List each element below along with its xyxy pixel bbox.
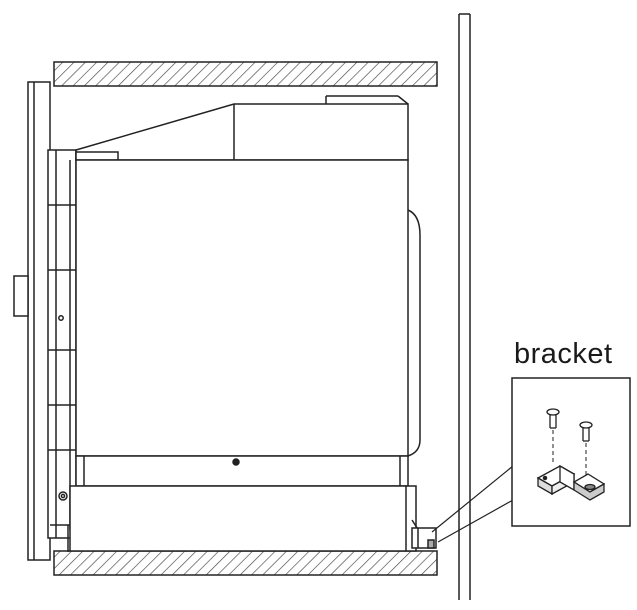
screw-icon — [546, 408, 560, 429]
callout-leader — [431, 465, 514, 543]
bracket-location-marker — [411, 527, 437, 549]
top-cabinet-panel — [53, 61, 438, 87]
screw-icon — [579, 421, 593, 442]
door-frame — [13, 81, 77, 561]
bracket-label: bracket — [514, 338, 613, 370]
appliance-body — [69, 95, 431, 552]
side-wall — [458, 13, 471, 600]
bracket-detail-box — [511, 377, 631, 527]
bracket-part — [536, 464, 606, 501]
bottom-cabinet-panel — [53, 550, 438, 576]
